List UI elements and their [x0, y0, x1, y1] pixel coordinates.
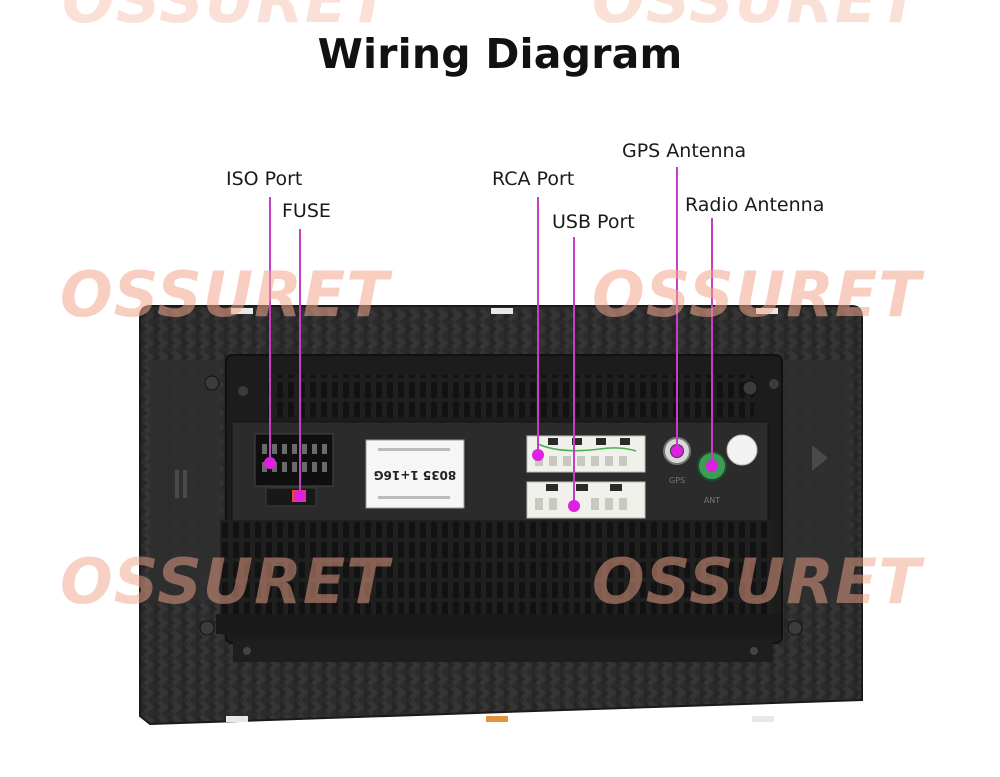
watermark-low-right: OSSURET	[592, 545, 922, 618]
iso-port-dot	[264, 457, 276, 469]
rca-port-label: RCA Port	[492, 168, 575, 190]
radio-mark: ANT	[704, 496, 720, 505]
gps-antenna-label: GPS Antenna	[622, 140, 747, 162]
fuse-dot	[294, 490, 306, 502]
usb-port-dot	[568, 500, 580, 512]
watermark-mid-right: OSSURET	[592, 258, 922, 331]
radio-antenna-dot	[706, 460, 718, 472]
watermark-top-right: OSSURET	[592, 0, 922, 37]
watermark-top-left: OSSURET	[62, 0, 392, 37]
gps-antenna-dot	[671, 445, 683, 457]
sticker-model: 8035 1+16G	[374, 468, 457, 482]
rca-port-dot	[532, 449, 544, 461]
page-title: Wiring Diagram	[317, 30, 683, 78]
fuse-holder	[265, 487, 317, 507]
watermark-mid-left: OSSURET	[60, 258, 390, 331]
watermark-low-left: OSSURET	[60, 545, 390, 618]
radio-antenna-label: Radio Antenna	[685, 194, 825, 216]
iso-port-label: ISO Port	[226, 168, 303, 190]
gps-mark: GPS	[669, 476, 685, 485]
usb-port-label: USB Port	[552, 211, 635, 233]
fuse-label: FUSE	[282, 200, 331, 222]
